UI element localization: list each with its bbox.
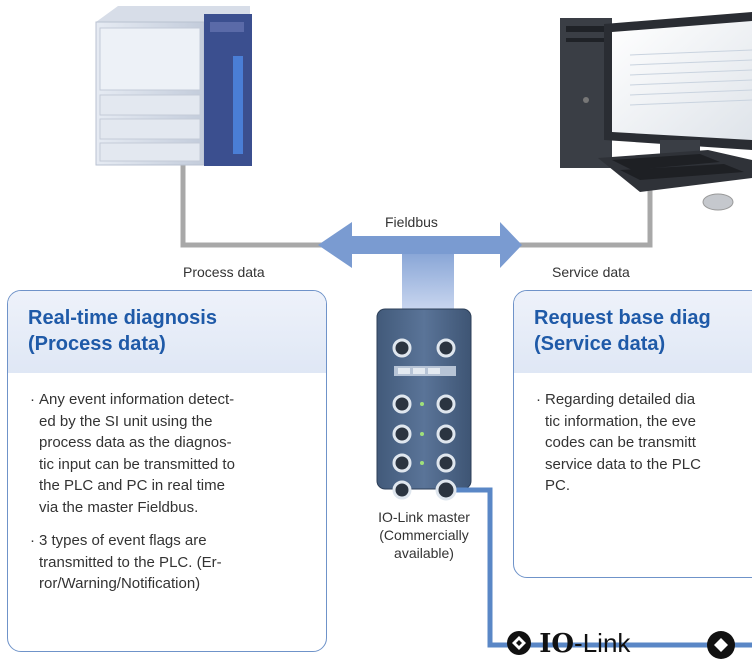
io-link-master-device <box>376 308 472 500</box>
caption-line: IO-Link master <box>378 509 470 525</box>
text-line: Regarding detailed dia <box>545 391 696 408</box>
io-link-logo-icon <box>507 631 531 655</box>
card-header: Real-time diagnosis (Process data) <box>8 291 326 373</box>
caption-line: available) <box>394 545 454 561</box>
card-header: Request base diag (Service data) <box>514 291 752 373</box>
text-line: via the master Fieldbus. <box>39 498 199 516</box>
text-line: transmitted to the PLC. (Er- <box>39 553 222 571</box>
text-line: ed by the SI unit using the <box>39 412 213 430</box>
io-link-logo-strong: IO <box>539 629 575 659</box>
bullet-item: 3 types of event flags are transmitted t… <box>30 530 326 595</box>
text-line: process data as the diagnos- <box>39 434 232 451</box>
realtime-diagnosis-card: Real-time diagnosis (Process data) Any e… <box>7 290 327 652</box>
bullet-item: Regarding detailed dia tic information, … <box>536 389 752 497</box>
io-link-logo: IO-Link <box>506 628 630 659</box>
fieldbus-label: Fieldbus <box>385 214 438 230</box>
card-title-line1: Request base diag <box>534 307 711 329</box>
service-cable <box>512 190 653 248</box>
text-line: codes can be transmitt <box>545 434 696 451</box>
bullet-item: Any event information detect- ed by the … <box>30 389 326 518</box>
card-title-line2: (Service data) <box>534 333 666 355</box>
text-line: PC. <box>545 477 571 494</box>
text-line: tic input can be transmitted to <box>39 455 235 473</box>
text-line: 3 types of event flags are <box>39 532 207 549</box>
text-line: ror/Warning/Notification) <box>39 575 201 592</box>
request-diagnosis-card: Request base diag (Service data) Regardi… <box>513 290 752 578</box>
text-line: service data to the PLC <box>545 455 701 473</box>
text-line: Any event information detect- <box>39 391 235 408</box>
text-line: tic information, the eve <box>545 412 696 430</box>
text-line: the PLC and PC in real time <box>39 477 225 494</box>
process-cable <box>180 165 330 248</box>
io-link-symbol-right <box>707 631 735 659</box>
io-link-logo-light: -Link <box>574 628 631 658</box>
io-link-master-caption: IO-Link master (Commercially available) <box>349 508 499 562</box>
card-title-line1: Real-time diagnosis <box>28 307 217 329</box>
fieldbus-arrow <box>318 222 522 310</box>
process-data-label: Process data <box>183 264 265 280</box>
plc-illustration <box>95 6 252 166</box>
card-title-line2: (Process data) <box>28 333 166 355</box>
caption-line: (Commercially <box>379 527 469 543</box>
pc-illustration <box>560 12 752 211</box>
service-data-label: Service data <box>552 264 630 280</box>
io-link-cable <box>435 479 752 648</box>
